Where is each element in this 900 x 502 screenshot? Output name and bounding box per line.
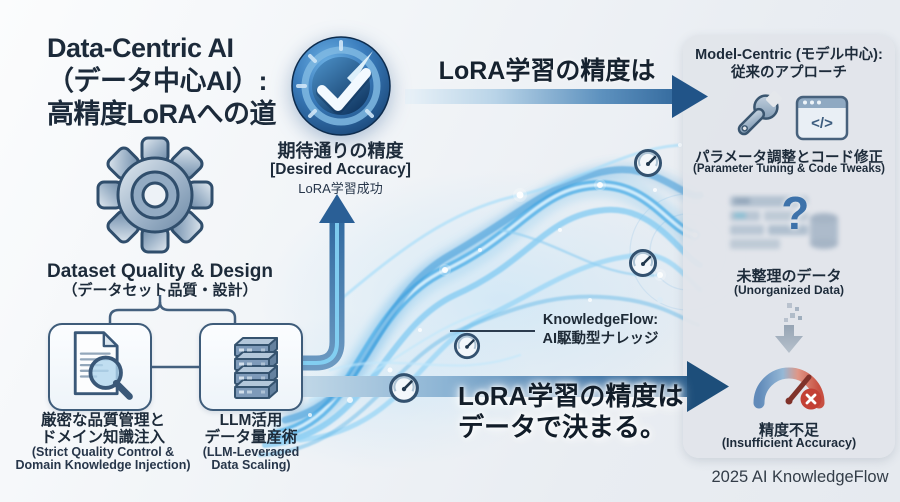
quality-control-caption: 厳密な品質管理と ドメイン知識注入 (Strict Quality Contro… (5, 412, 201, 472)
title-line3: 高精度LoRAへの道 (47, 99, 276, 129)
pixel-down-arrow-icon (768, 303, 810, 355)
quality-control-jp2: ドメイン知識注入 (40, 429, 165, 446)
page-title: Data-Centric AI （データ中心AI）: 高精度LoRAへの道 (47, 32, 347, 131)
footer-credit: 2025 AI KnowledgeFlow (711, 468, 889, 486)
lora-success-label: LoRA学習成功 (298, 181, 383, 196)
bottom-arrow-line1: LoRA学習の精度は (458, 381, 684, 411)
data-scaling-en2: Data Scaling) (211, 458, 291, 472)
desired-accuracy-en: [Desired Accuracy] (270, 161, 411, 178)
bottom-arrow-line2: データで決まる。 (458, 412, 667, 442)
data-scaling-jp1: LLM活用 (219, 412, 283, 429)
knowledgeflow-callout: KnowledgeFlow: AI駆動型ナレッジ (533, 311, 668, 349)
document-magnifier-icon (60, 327, 140, 407)
model-centric-header-line1: Model-Centric (モデル中心): (695, 47, 883, 63)
insufficient-accuracy-label-jp: 精度不足 (758, 422, 819, 439)
quality-control-en1: (Strict Quality Control & (31, 445, 175, 459)
server-stack-icon (211, 327, 291, 407)
data-scaling-caption: LLM活用 データ量産術 (LLM-Leveraged Data Scaling… (186, 412, 316, 472)
title-line2: （データ中心AI）: (47, 66, 268, 96)
data-scaling-jp2: データ量産術 (204, 429, 298, 446)
parameter-tuning-label-jp: パラメータ調整とコード修正 (694, 150, 884, 166)
mini-gauge-icon (633, 148, 663, 178)
question-mark-data-icon: ? (724, 187, 854, 264)
unorganized-data-label-en: (Unorganized Data) (733, 283, 844, 297)
wrench-icon (728, 89, 784, 145)
mini-gauge-icon (388, 372, 420, 404)
title-line1: Data-Centric AI (47, 33, 234, 63)
data-scaling-box (199, 323, 303, 411)
tuning-icons: </> (683, 89, 895, 145)
mini-gauge-icon (453, 332, 481, 360)
curved-up-arrow (302, 194, 355, 371)
dataset-quality-en: Dataset Quality & Design (47, 261, 273, 282)
dataset-quality-jp: （データセット品質・設計） (62, 282, 258, 299)
desired-accuracy-jp: 期待通りの精度 (277, 141, 404, 161)
unorganized-data-label-jp: 未整理のデータ (736, 268, 842, 285)
knowledgeflow-line1: KnowledgeFlow: (542, 312, 659, 328)
question-mark: ? (781, 187, 810, 239)
bottom-arrow-label: LoRA学習の精度は データで決まる。 (458, 381, 748, 443)
parameter-tuning-label-en: (Parameter Tuning & Code Tweaks) (693, 163, 885, 175)
gear-icon (96, 136, 214, 254)
gauge-check-icon (289, 34, 393, 138)
quality-control-jp1: 厳密な品質管理と (40, 412, 165, 429)
mini-gauge-icon (628, 248, 658, 278)
top-arrow-label: LoRA学習の精度は (438, 57, 656, 85)
quality-control-box (48, 323, 152, 411)
low-accuracy-gauge-icon (747, 351, 831, 413)
insufficient-accuracy-label-en: (Insufficient Accuracy) (721, 436, 857, 450)
quality-control-en2: Domain Knowledge Injection) (15, 458, 191, 472)
code-window-icon: </> (794, 89, 850, 145)
model-centric-header-line2: 従来のアプローチ (731, 65, 847, 81)
code-glyph: </> (811, 115, 833, 132)
desired-accuracy-caption: 期待通りの精度 [Desired Accuracy] LoRA学習成功 (238, 141, 443, 197)
knowledgeflow-line2: AI駆動型ナレッジ (542, 331, 659, 347)
dataset-quality-caption: Dataset Quality & Design （データセット品質・設計） (15, 261, 305, 300)
